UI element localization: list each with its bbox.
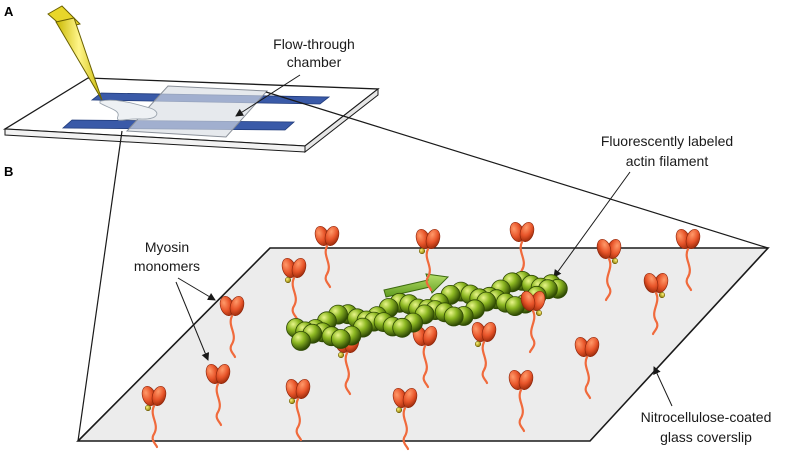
label-flow-through: Flow-through [273,36,355,52]
myosin-monomer [392,387,418,451]
myosin-monomer [141,385,167,449]
zoom-line-right [265,91,769,249]
label-myosin: Myosin [145,239,189,255]
myosin-monomers-front-layer [520,290,546,354]
chamber-pointer-arrow [235,74,301,117]
actin-pointer-arrow [553,171,631,278]
myosin-monomer [471,321,497,385]
myosin-monomers-layer [141,221,701,451]
coverslip-small [125,85,269,138]
coverslip-pointer-arrow [653,366,673,407]
myosin-monomer [520,290,546,354]
myosin-monomer [643,272,669,336]
myosin-monomer [508,369,534,433]
myosin-monomer [285,378,311,442]
myosin-monomer [574,336,600,400]
label-glass-coverslip: glass coverslip [660,429,752,445]
actin-subunit [443,306,464,327]
myosin-pointer-arrow-1 [177,277,216,301]
actin-subunit [330,329,351,349]
label-chamber: chamber [287,54,342,70]
actin-subunit [392,317,413,338]
myosin-pointer-arrow-2 [175,281,210,361]
label-monomers: monomers [134,258,200,274]
zoom-line-left [77,130,123,442]
sample-droplet [99,99,158,121]
myosin-monomer [415,228,441,292]
label-nitrocellulose-coated: Nitrocellulose-coated [641,409,772,425]
myosin-monomer [675,228,701,292]
myosin-monomer [596,238,622,302]
pipette-tip [47,5,103,101]
myosin-monomer [314,225,340,289]
actin-subunit [291,331,311,351]
panel-label-b: B [4,164,13,179]
myosin-monomer [281,257,307,321]
label-actin-filament: actin filament [626,153,709,169]
myosin-monomer [219,295,245,359]
label-fluorescently-labeled: Fluorescently labeled [601,133,733,149]
actin-filament [286,270,568,351]
myosin-monomer [205,363,231,427]
panel-label-a: A [4,4,14,19]
